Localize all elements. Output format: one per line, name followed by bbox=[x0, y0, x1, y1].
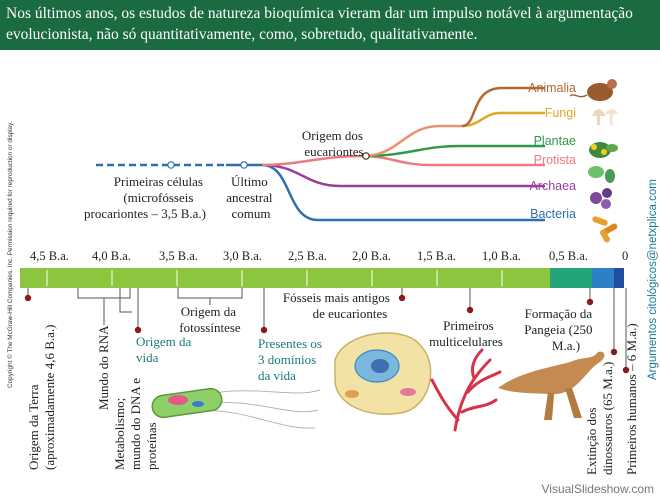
bacteria-branch bbox=[261, 163, 545, 222]
phylogenetic-tree bbox=[96, 86, 545, 222]
svg-text:1,5 B.a.: 1,5 B.a. bbox=[417, 249, 456, 263]
dino-extinction-label: Extinção dos dinossauros (65 M.a.) bbox=[584, 362, 615, 475]
svg-text:4,0 B.a.: 4,0 B.a. bbox=[92, 249, 131, 263]
group-label-plantae: Plantae bbox=[534, 134, 576, 148]
svg-text:3,5 B.a.: 3,5 B.a. bbox=[159, 249, 198, 263]
animalia-branch bbox=[461, 86, 545, 128]
mouse-icon bbox=[569, 79, 617, 101]
group-label-protista: Protista bbox=[534, 153, 576, 167]
credit-text: Argumentos citológicos@netxplica.com bbox=[647, 179, 659, 380]
svg-text:2,5 B.a.: 2,5 B.a. bbox=[288, 249, 327, 263]
metabolism-label: Metabolismo; mundo do DNA e proteínas bbox=[112, 375, 159, 470]
timeline-ticks: 4,5 B.a. 4,0 B.a. 3,5 B.a. 3,0 B.a. 2,5 … bbox=[30, 249, 628, 286]
multicellular-label: Primeiros multicelulares bbox=[429, 318, 503, 349]
archaea-icon bbox=[590, 188, 612, 209]
timeline-segment-phanerozoic bbox=[550, 268, 592, 288]
plant-icon bbox=[589, 142, 618, 158]
event-markers bbox=[27, 288, 627, 370]
plantae-branch bbox=[361, 144, 545, 158]
header-text: Nos últimos anos, os estudos de natureza… bbox=[6, 5, 633, 43]
protista-branch bbox=[361, 154, 545, 167]
first-cells-node bbox=[167, 161, 175, 169]
svg-text:2,0 B.a.: 2,0 B.a. bbox=[352, 249, 391, 263]
svg-text:4,5 B.a.: 4,5 B.a. bbox=[30, 249, 69, 263]
mushroom-icon bbox=[592, 109, 618, 125]
timeline bbox=[20, 268, 624, 288]
eukaryotic-cell-illustration bbox=[334, 332, 432, 415]
humans-label: Primeiros humanos – 6 M.a.) bbox=[624, 323, 639, 475]
event-dots bbox=[24, 294, 630, 374]
timeline-bar bbox=[20, 268, 550, 288]
group-label-animalia: Animalia bbox=[528, 81, 576, 95]
opisthokont-branch bbox=[361, 124, 462, 158]
life-origin-label: Origem da vida bbox=[136, 334, 194, 365]
header-banner: Nos últimos anos, os estudos de natureza… bbox=[0, 0, 660, 50]
eukaryote-stem bbox=[261, 154, 363, 167]
seaweed-illustration bbox=[430, 348, 502, 432]
three-domains-label: Presentes os 3 domínios da vida bbox=[258, 336, 325, 383]
photosynthesis-label: Origem da fotossíntese bbox=[179, 304, 241, 335]
copyright-note: Copyright © The McGraw-Hill Companies, I… bbox=[6, 121, 14, 388]
bacterium-illustration bbox=[151, 387, 321, 429]
timeline-segment-mesozoic bbox=[592, 268, 614, 288]
eukaryote-fossils-label: Fósseis mais antigos de eucariontes bbox=[283, 290, 393, 321]
last-ancestor-label: Último ancestral comum bbox=[226, 174, 275, 221]
ancestor-node bbox=[240, 161, 248, 169]
earth-origin-label: Origem da Terra (aproximadamente 4,6 B.a… bbox=[26, 325, 57, 470]
group-label-bacteria: Bacteria bbox=[530, 207, 576, 221]
group-label-archaea: Archaea bbox=[529, 179, 576, 193]
fungi-branch bbox=[461, 111, 545, 128]
svg-text:1,0 B.a.: 1,0 B.a. bbox=[482, 249, 521, 263]
footer-watermark: VisualSlideshow.com bbox=[541, 482, 654, 496]
svg-text:3,0 B.a.: 3,0 B.a. bbox=[223, 249, 262, 263]
timeline-segment-cenozoic bbox=[614, 268, 624, 288]
svg-text:0: 0 bbox=[622, 249, 628, 263]
protist-icon bbox=[588, 166, 615, 183]
first-cells-label: Primeiras células (microfósseis procario… bbox=[84, 174, 206, 221]
dinosaur-illustration bbox=[498, 351, 605, 420]
bacteria-icon bbox=[592, 216, 618, 243]
pangea-label: Formação da Pangeia (250 M.a.) bbox=[524, 306, 595, 353]
rna-world-label: Mundo do RNA bbox=[96, 325, 111, 410]
evolution-diagram: Copyright © The McGraw-Hill Companies, I… bbox=[6, 79, 659, 475]
eukaryote-node bbox=[362, 152, 370, 160]
archaea-branch bbox=[261, 163, 545, 188]
group-label-fungi: Fungi bbox=[545, 106, 576, 120]
eukaryote-origin-label: Origem dos eucariontes bbox=[302, 128, 366, 159]
svg-text:0,5 B.a.: 0,5 B.a. bbox=[549, 249, 588, 263]
